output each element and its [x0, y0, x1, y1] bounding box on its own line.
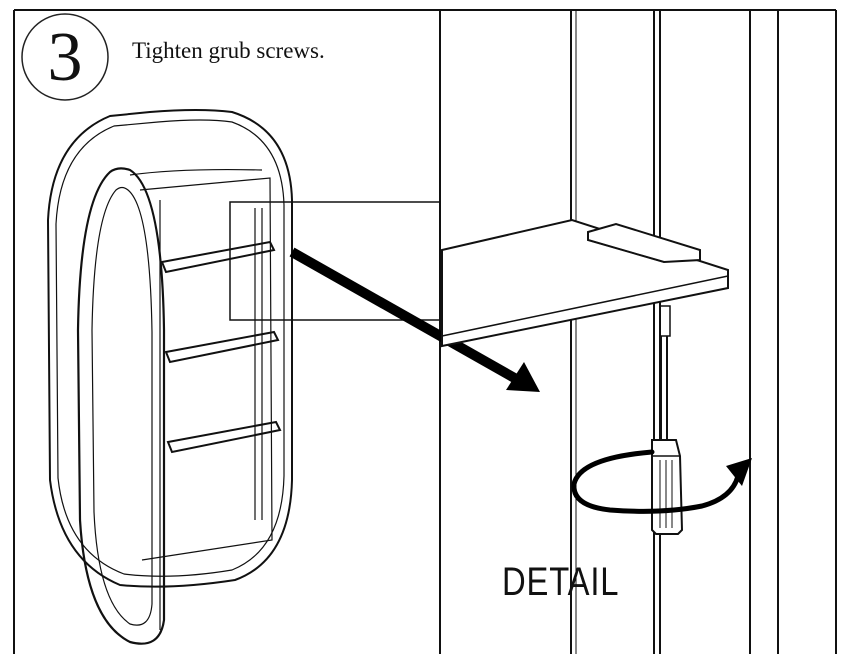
cabinet-door [76, 167, 166, 645]
step-instruction: Tighten grub screws. [132, 38, 325, 63]
detail-shelf [441, 218, 729, 348]
grub-screw [659, 305, 671, 337]
shelves [160, 240, 282, 454]
mirror-cabinet [46, 109, 293, 645]
rotation-arrow-icon [571, 449, 752, 514]
zoom-box [229, 201, 441, 321]
arrow-icon [289, 247, 540, 392]
step-number: 3 [47, 19, 83, 96]
step-number-circle [21, 13, 109, 101]
diagram-frame [13, 9, 837, 654]
detail-label: DETAIL [502, 560, 620, 604]
cabinet-body [46, 109, 293, 588]
